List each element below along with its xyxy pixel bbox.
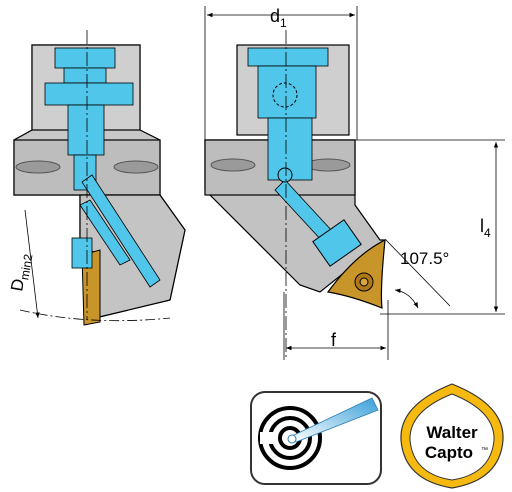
coolant-badge <box>250 391 382 485</box>
front-view: d1 l4 f 107.5° <box>204 6 505 360</box>
internal-coolant-icon <box>258 397 379 470</box>
keyway-left <box>15 160 61 174</box>
angle-ref-line <box>385 239 451 307</box>
l4-label: l4 <box>480 216 491 240</box>
dmin2-label: Dmin2 <box>7 251 35 293</box>
walter-capto-badge: Walter Capto ™ <box>400 383 504 489</box>
coolant-channel-side <box>44 47 161 288</box>
insert-screw-head <box>359 277 369 287</box>
dmin2-leader <box>24 209 40 319</box>
capto-text: Capto <box>425 443 473 462</box>
keyway-front-right <box>305 158 351 172</box>
trademark-symbol: ™ <box>481 447 488 454</box>
cutting-insert-side <box>81 249 101 326</box>
keyway-right <box>113 160 159 174</box>
side-view: Dmin2 <box>7 30 186 326</box>
angle-arc <box>394 288 419 309</box>
trigon-insert <box>326 238 386 309</box>
dmin2-arc <box>19 309 171 322</box>
channel-port <box>277 167 293 183</box>
d1-label: d1 <box>270 6 287 30</box>
clamp <box>312 219 362 267</box>
walter-text: Walter <box>426 423 478 442</box>
f-label: f <box>331 330 337 350</box>
angle-label: 107.5° <box>400 249 449 268</box>
keyway-front-left <box>210 158 256 172</box>
coolant-nozzle-side <box>71 237 93 269</box>
channel-section <box>272 82 298 108</box>
